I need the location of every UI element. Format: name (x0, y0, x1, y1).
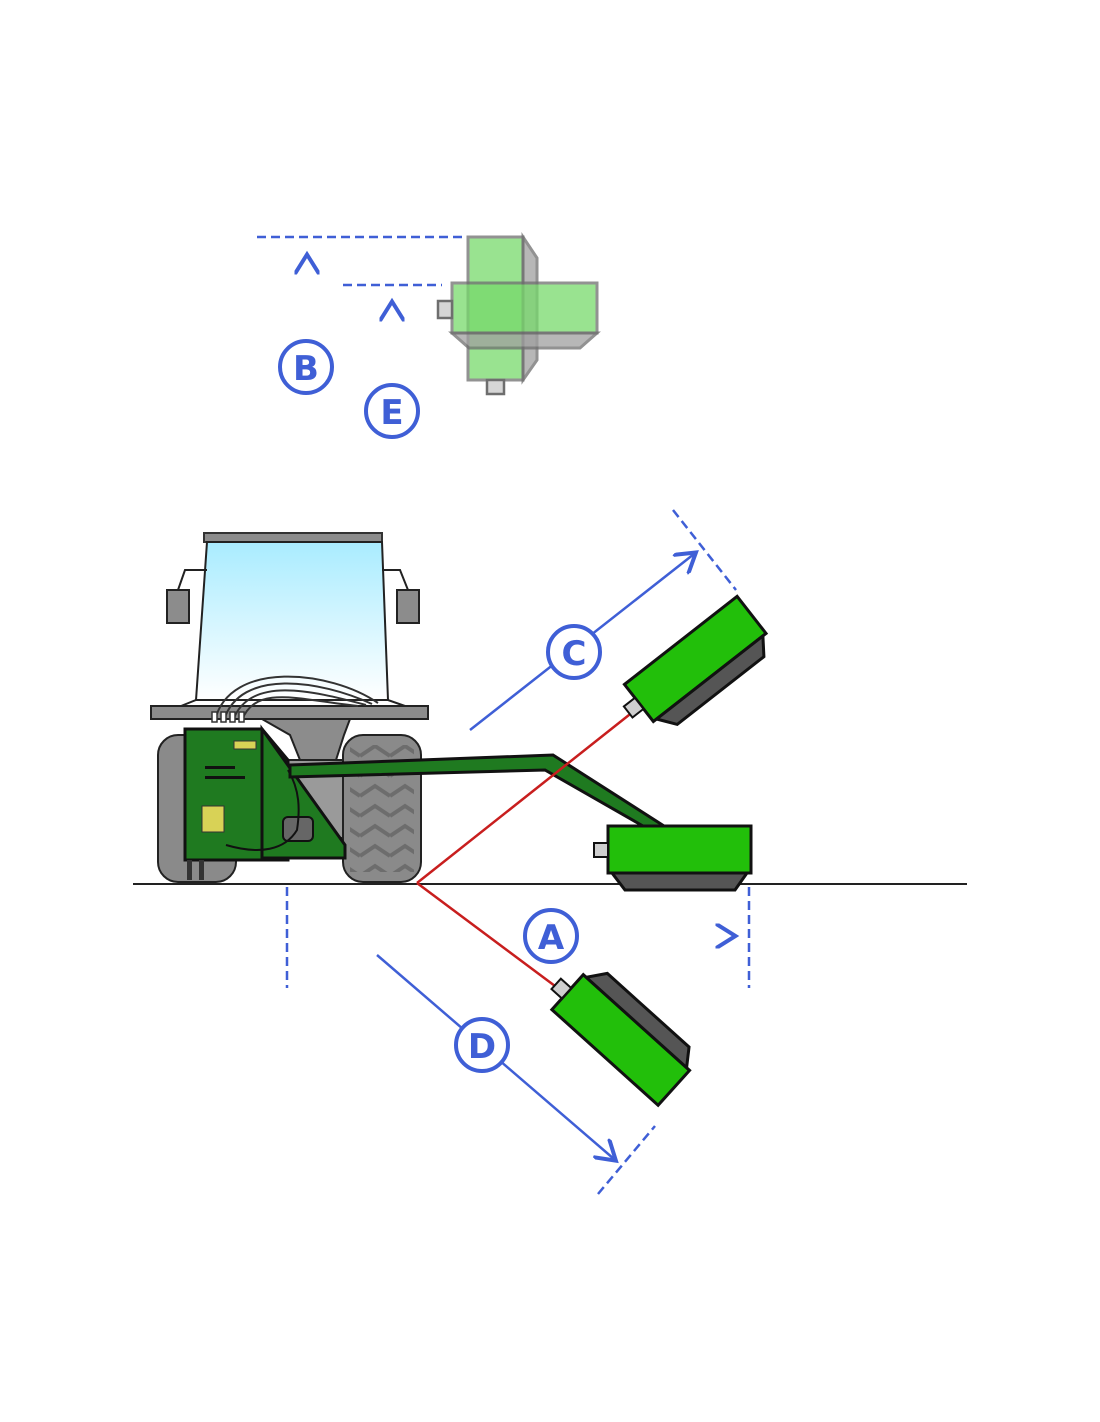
mower-head-lowered-connector (550, 977, 573, 1000)
frame-foot-right (199, 860, 204, 880)
dimension-b-text: B (293, 349, 319, 389)
hose-couplers (211, 711, 245, 723)
frame-badge (233, 740, 257, 750)
mower-head-horizontal-roller (608, 871, 750, 892)
top-view-mower-head (436, 232, 601, 396)
top-view-connector-left (436, 299, 454, 320)
frame-text-line-1 (205, 766, 235, 769)
left-mirror (166, 589, 190, 624)
mower-head-raised (622, 594, 769, 727)
left-mirror-arm (177, 569, 207, 591)
right-mirror-arm (382, 569, 409, 591)
dimension-a-label: A (523, 908, 579, 964)
mower-head-horizontal (593, 824, 753, 892)
hydraulic-hoses (214, 675, 379, 721)
mower-head-horizontal-connector (593, 842, 609, 858)
dimension-d-text: D (468, 1027, 496, 1067)
frame-foot-left (187, 860, 192, 880)
dimension-d-extension (597, 1125, 656, 1195)
frame-text-line-2 (205, 776, 245, 779)
mower-head-horizontal-body (606, 824, 753, 875)
cab-roof (203, 532, 383, 543)
dimension-c-text: C (562, 634, 587, 674)
mounting-frame (183, 724, 347, 880)
dimension-c-extension (672, 509, 737, 591)
dimension-d-label: D (454, 1017, 510, 1073)
dimension-a-text: A (538, 918, 565, 958)
dimension-e-text: E (380, 393, 403, 433)
dimension-e-label: E (364, 383, 420, 439)
fender-bar (150, 705, 429, 720)
top-view-connector-bottom (485, 378, 506, 396)
mower-head-raised-roller (653, 632, 766, 727)
frame-warning-label (201, 805, 225, 833)
mower-head-raised-connector (622, 696, 645, 719)
dimension-c-label: C (546, 624, 602, 680)
reach-line-up (416, 710, 635, 884)
top-view-horizontal-head-side (448, 331, 601, 350)
right-mirror (396, 589, 420, 624)
mower-head-lowered (549, 971, 692, 1108)
dimension-b-label: B (278, 339, 334, 395)
frame-hose (225, 769, 300, 851)
mower-head-lowered-roller (583, 971, 691, 1071)
top-view-horizontal-head (450, 281, 599, 335)
